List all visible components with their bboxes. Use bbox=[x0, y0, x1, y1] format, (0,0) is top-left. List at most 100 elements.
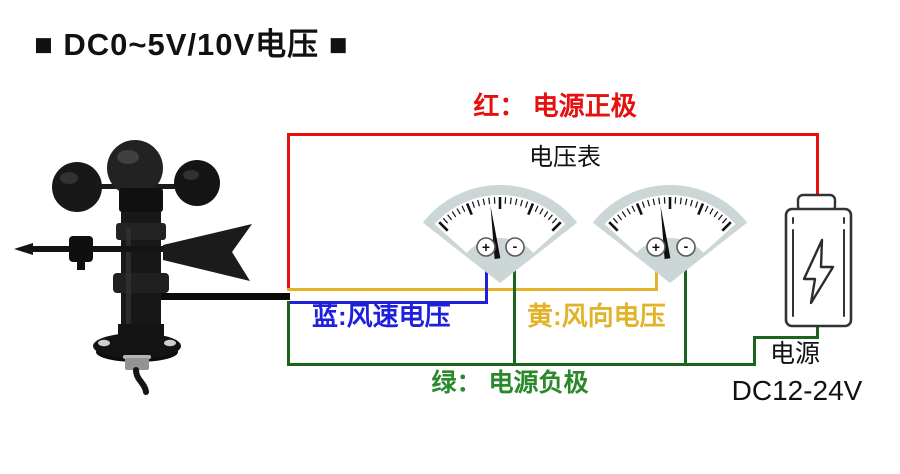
blue-wire-vertical bbox=[485, 252, 488, 304]
negative-terminal-label: - bbox=[513, 238, 518, 254]
meter-needle bbox=[660, 205, 671, 259]
minor-tick bbox=[684, 198, 688, 206]
voltmeter-wind-speed: + - bbox=[422, 184, 578, 283]
minor-tick bbox=[482, 198, 486, 206]
minor-tick bbox=[551, 217, 558, 224]
cup-highlight bbox=[60, 172, 78, 184]
minor-tick bbox=[679, 197, 682, 205]
green-wire-meter1 bbox=[513, 252, 516, 366]
minor-tick bbox=[477, 199, 480, 207]
sensor-hub bbox=[119, 188, 163, 212]
minor-tick bbox=[617, 214, 623, 221]
label-wind-direction: 黄:风向电压 bbox=[527, 301, 666, 331]
minor-tick bbox=[717, 214, 723, 221]
minor-tick bbox=[471, 201, 475, 208]
label-power-voltage: DC12-24V bbox=[731, 375, 863, 406]
minor-tick bbox=[612, 217, 619, 224]
yellow-wire-horizontal bbox=[287, 288, 658, 291]
minor-tick bbox=[534, 205, 539, 212]
major-tick bbox=[551, 221, 562, 232]
minor-tick bbox=[631, 205, 636, 212]
battery-symbol bbox=[784, 193, 853, 328]
label-wind-speed: 蓝:风速电压 bbox=[312, 301, 451, 331]
major-tick bbox=[635, 203, 643, 216]
label-power-supply: 电源 bbox=[769, 340, 820, 368]
major-tick bbox=[697, 203, 705, 216]
cable-nut bbox=[125, 358, 149, 370]
minor-tick bbox=[626, 208, 631, 215]
vane-clamp bbox=[69, 236, 93, 262]
meter-scale-ticks bbox=[438, 197, 562, 232]
red-wire-vertical-left bbox=[287, 133, 290, 290]
label-power-positive: 红： 电源正极 bbox=[473, 91, 637, 121]
green-wire-step-horizontal bbox=[753, 336, 819, 339]
minor-tick bbox=[456, 208, 461, 215]
major-tick bbox=[438, 221, 449, 232]
sensor-collar-upper bbox=[116, 223, 166, 240]
lightning-bolt-icon bbox=[802, 238, 835, 305]
minor-tick bbox=[488, 197, 491, 205]
minor-tick bbox=[509, 197, 512, 205]
minor-tick bbox=[709, 208, 714, 215]
bolt-hole-right bbox=[164, 339, 176, 347]
bolt-hole-left bbox=[98, 339, 110, 347]
red-wire-vertical-battery bbox=[816, 133, 819, 198]
major-tick bbox=[721, 221, 732, 232]
minor-tick bbox=[713, 211, 719, 218]
minor-tick bbox=[721, 217, 728, 224]
minor-tick bbox=[539, 208, 544, 215]
minor-tick bbox=[525, 201, 529, 208]
minor-tick bbox=[690, 199, 693, 207]
minor-tick bbox=[442, 217, 449, 224]
minor-tick bbox=[520, 199, 523, 207]
anemometer-cup-right bbox=[174, 160, 220, 206]
minor-tick bbox=[447, 214, 453, 221]
blue-wire-horizontal bbox=[287, 301, 488, 304]
minor-tick bbox=[652, 198, 656, 206]
minor-tick bbox=[461, 205, 466, 212]
minor-tick bbox=[658, 197, 661, 205]
negative-terminal bbox=[676, 237, 696, 257]
positive-terminal-label: + bbox=[482, 239, 490, 255]
minor-tick bbox=[621, 211, 627, 218]
red-wire-horizontal bbox=[287, 133, 819, 136]
anemometer-cup-center bbox=[107, 140, 163, 196]
green-wire-step-vertical bbox=[753, 336, 756, 366]
major-tick bbox=[527, 203, 535, 216]
meter-needle bbox=[490, 205, 501, 259]
cup-highlight bbox=[183, 170, 199, 180]
minor-tick bbox=[514, 198, 518, 206]
minor-tick bbox=[543, 211, 549, 218]
label-voltmeter: 电压表 bbox=[529, 144, 601, 171]
vane-tail-fin bbox=[163, 224, 252, 281]
meter-scale-band bbox=[604, 194, 736, 253]
minor-tick bbox=[647, 199, 650, 207]
sensor-cable bbox=[148, 293, 290, 300]
cup-highlight bbox=[117, 150, 139, 164]
minor-tick bbox=[704, 205, 709, 212]
positive-terminal bbox=[476, 237, 496, 257]
positive-terminal-label: + bbox=[652, 239, 660, 255]
sensor-collar-lower bbox=[113, 273, 169, 293]
page-title: ■ DC0~5V/10V电压 ■ bbox=[34, 27, 349, 62]
body-highlight bbox=[126, 228, 131, 332]
vane-tip bbox=[14, 243, 33, 255]
meter-scale-band bbox=[434, 194, 566, 253]
negative-terminal-label: - bbox=[684, 238, 689, 254]
green-wire-horizontal bbox=[287, 363, 756, 366]
major-tick bbox=[608, 221, 619, 232]
minor-tick bbox=[547, 214, 553, 221]
voltmeter-wind-direction: + - bbox=[592, 184, 748, 283]
green-wire-junction bbox=[287, 301, 290, 366]
major-tick bbox=[465, 203, 473, 216]
base-flange bbox=[93, 333, 181, 359]
vane-rod bbox=[31, 246, 167, 252]
meter-scale-ticks bbox=[608, 197, 732, 232]
vane-screw bbox=[77, 262, 85, 270]
minor-tick bbox=[695, 201, 699, 208]
green-wire-battery bbox=[816, 324, 819, 339]
minor-tick bbox=[641, 201, 645, 208]
minor-tick bbox=[451, 211, 457, 218]
negative-terminal bbox=[505, 237, 525, 257]
